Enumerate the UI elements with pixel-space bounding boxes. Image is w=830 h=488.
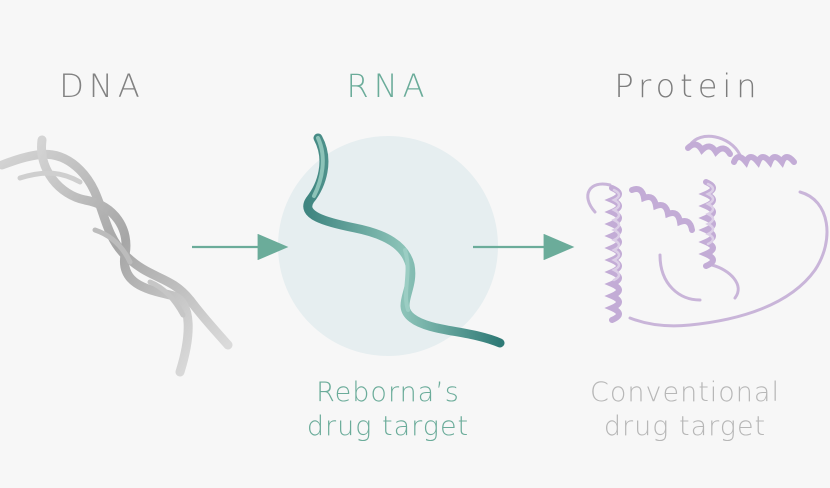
- protein-caption-line2: drug target: [603, 411, 767, 442]
- dna-heading: DNA: [59, 67, 145, 105]
- rna-heading: RNA: [346, 67, 430, 105]
- dna-double-helix-icon: [0, 135, 233, 377]
- protein-heading: Protein: [614, 67, 762, 105]
- rna-caption-line2: drug target: [306, 411, 470, 442]
- protein-caption-line1: Conventional: [590, 377, 780, 408]
- rna-strand-icon: [303, 133, 505, 348]
- rna-caption-line1: Reborna’s: [316, 377, 460, 408]
- protein-caption: Conventional drug target: [545, 376, 825, 444]
- rna-caption: Reborna’s drug target: [248, 376, 528, 444]
- protein-structure-icon: [586, 134, 829, 328]
- rna-highlight-circle: [278, 136, 498, 356]
